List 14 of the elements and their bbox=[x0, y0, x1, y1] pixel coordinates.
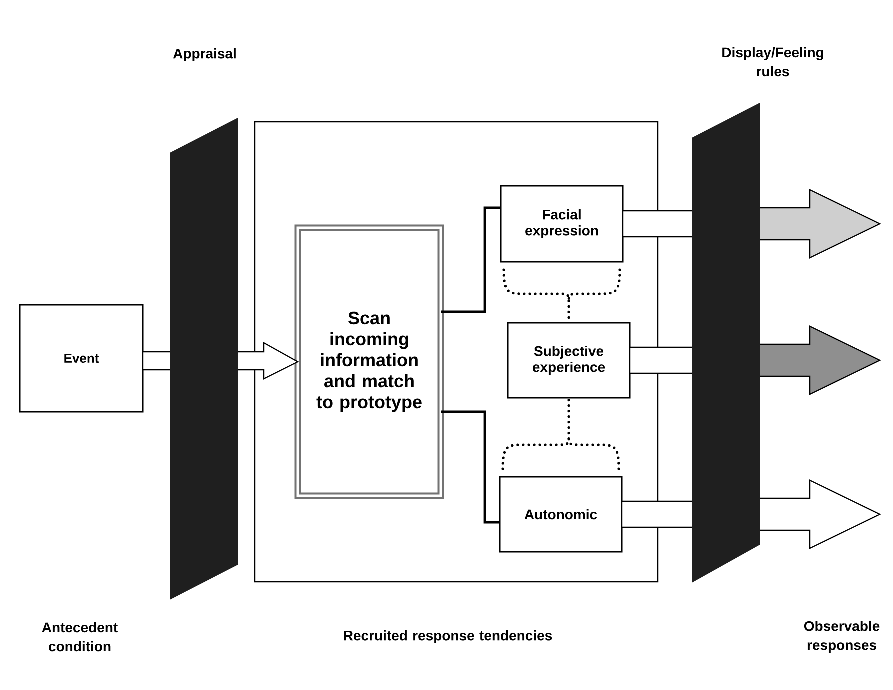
connector-line bbox=[441, 410, 500, 524]
heading: Appraisal bbox=[173, 48, 236, 62]
event-box: Event bbox=[19, 304, 144, 413]
connector-line bbox=[441, 206, 501, 314]
heading: Observable responses bbox=[804, 620, 880, 654]
heading: Recruited response tendencies bbox=[344, 630, 552, 644]
response-box: Subjective experience bbox=[507, 322, 631, 399]
group-box bbox=[254, 121, 659, 583]
heading: Display/Feeling rules bbox=[722, 47, 824, 77]
response-box: Facial expression bbox=[500, 185, 624, 263]
process-box: Scan incoming information and match to prototype bbox=[294, 224, 444, 500]
response-box: Autonomic bbox=[499, 476, 623, 553]
heading: Antecedent condition bbox=[42, 622, 118, 652]
dotted-brace bbox=[502, 396, 620, 470]
